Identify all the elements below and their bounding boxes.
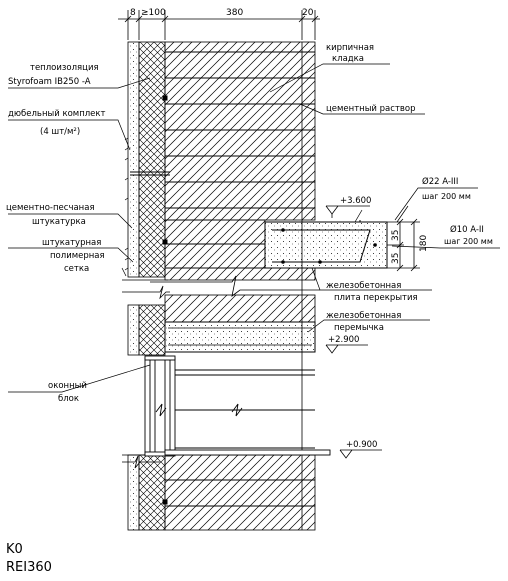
label-window-2: блок xyxy=(58,394,79,404)
label-rebar2-2: шаг 200 мм xyxy=(444,237,493,246)
dim-slab-35-top: 35 xyxy=(391,230,401,241)
label-dowel-2: (4 шт/м²) xyxy=(40,127,80,137)
plaster-layer-bottom xyxy=(127,454,140,531)
plaster-layer-lower xyxy=(127,304,140,356)
label-mesh-1: штукатурная xyxy=(42,238,101,248)
fire-class-k0: K0 xyxy=(6,542,23,557)
label-lintel-2: перемычка xyxy=(334,323,384,333)
label-mesh-3: сетка xyxy=(64,264,89,274)
top-dimension-line xyxy=(118,10,320,40)
label-rebar2-1: Ø10 A-II xyxy=(450,224,484,235)
slab-dimension-lines xyxy=(387,218,420,272)
label-slab-2: плита перекрытия xyxy=(334,293,418,303)
window-opening xyxy=(144,355,330,457)
insulation-layer-bottom xyxy=(138,454,166,531)
label-rebar1-2: шаг 200 мм xyxy=(422,192,471,201)
label-rebar1-1: Ø22 A-III xyxy=(422,176,458,187)
level-marks xyxy=(325,205,382,459)
label-plaster-1: цементно-песчаная xyxy=(6,203,95,213)
label-brick-1: кирпичная xyxy=(326,43,374,53)
left-leaders xyxy=(8,77,151,393)
dim-slab-35-bottom: 35 xyxy=(391,253,401,264)
slab-break-line xyxy=(150,275,320,297)
dowel-anchors xyxy=(130,95,170,505)
label-lintel-1: железобетонная xyxy=(326,311,401,321)
dim-slab-height: 180 xyxy=(419,235,429,252)
level-2900: +2.900 xyxy=(328,335,359,345)
label-mesh-2: полимерная xyxy=(50,251,105,261)
insulation-layer xyxy=(138,41,166,278)
fire-class-rei: REI360 xyxy=(6,560,52,575)
label-brick-2: кладка xyxy=(332,54,364,64)
window-sill xyxy=(164,449,331,456)
dim-brick: 380 xyxy=(226,8,243,18)
brick-masonry xyxy=(164,41,316,531)
label-dowel-1: дюбельный комплект xyxy=(8,109,106,119)
label-window-1: оконный xyxy=(48,381,87,391)
label-insulation-2: Styrofoam IB250 -A xyxy=(8,77,91,87)
rc-lintel xyxy=(164,321,316,353)
dim-insulation: ≥100 xyxy=(141,8,166,18)
label-mortar: цементный раствор xyxy=(326,104,416,114)
label-insulation-1: теплоизоляция xyxy=(30,63,99,73)
insulation-layer-lower xyxy=(138,304,166,356)
plaster-layer xyxy=(127,41,140,278)
label-slab-1: железобетонная xyxy=(326,281,401,291)
right-leaders xyxy=(269,63,500,333)
dim-plaster: 8 xyxy=(130,8,136,18)
level-3600: +3.600 xyxy=(340,196,371,206)
rc-floor-slab xyxy=(264,220,388,269)
level-0900: +0.900 xyxy=(346,440,377,450)
dim-inner-plaster: 20 xyxy=(302,8,314,18)
mortar-joints xyxy=(165,51,315,507)
label-plaster-2: штукатурка xyxy=(32,217,86,227)
